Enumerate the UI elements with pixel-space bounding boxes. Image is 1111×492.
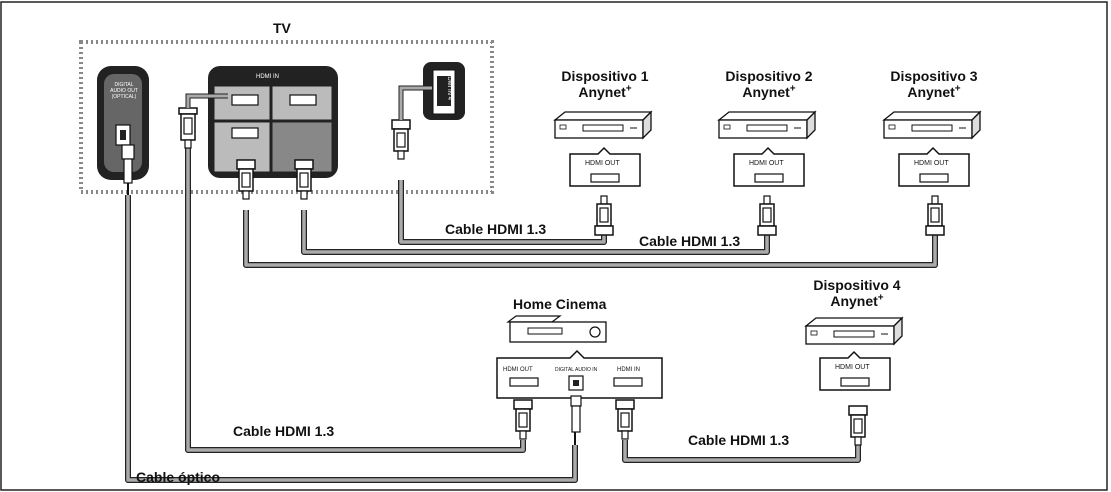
tv-plugs (178, 85, 432, 200)
tv-hdmi-panel (208, 66, 338, 178)
optical-plug (570, 395, 582, 445)
cables (125, 145, 938, 483)
device-1-port-label: HDMI OUT (585, 160, 620, 167)
device-2-label: Dispositivo 2 Anynet+ (725, 68, 813, 100)
cable-hdmi-label-2: Cable HDMI 1.3 (639, 233, 741, 249)
tv-optical-port-label: DIGITAL AUDIO OUT (OPTICAL) (110, 82, 138, 100)
device-3-box (883, 111, 981, 139)
device-1-label: Dispositivo 1 Anynet+ (561, 68, 649, 100)
home-cinema-port-hdmi-out: HDMI OUT (503, 367, 533, 373)
tv-side-port-label: HDMI IN 4 (446, 72, 452, 101)
device-4-box (805, 317, 903, 345)
cable-hdmi-label-4: Cable HDMI 1.3 (688, 432, 790, 448)
device-4-port-label: HDMI OUT (835, 364, 870, 371)
home-cinema-box (506, 315, 607, 343)
tv-optical-port (97, 66, 149, 195)
home-cinema-label: Home Cinema (513, 296, 607, 312)
tv-label: TV (273, 20, 291, 36)
cable-hdmi-label-1: Cable HDMI 1.3 (445, 221, 547, 237)
device-2-port-label: HDMI OUT (749, 160, 784, 167)
cable-optical-label: Cable óptico (136, 469, 221, 485)
device-hdmi-bubbles (569, 146, 970, 391)
device-2-box (718, 111, 816, 139)
home-cinema-port-panel (496, 349, 663, 399)
device-3-label: Dispositivo 3 Anynet+ (890, 68, 978, 100)
device-4-label: Dispositivo 4 Anynet+ (813, 277, 901, 309)
home-cinema-port-digital-audio-in: DIGITAL AUDIO IN (555, 367, 598, 373)
tv-outline (79, 40, 494, 194)
home-cinema-port-hdmi-in: HDMI IN (617, 367, 640, 373)
tv-hdmi-panel-label: HDMI IN (256, 74, 279, 80)
tv-side-hdmi-port (423, 62, 465, 120)
device-1-box (554, 111, 652, 139)
cable-hdmi-label-3: Cable HDMI 1.3 (233, 423, 335, 439)
device-3-port-label: HDMI OUT (914, 160, 949, 167)
